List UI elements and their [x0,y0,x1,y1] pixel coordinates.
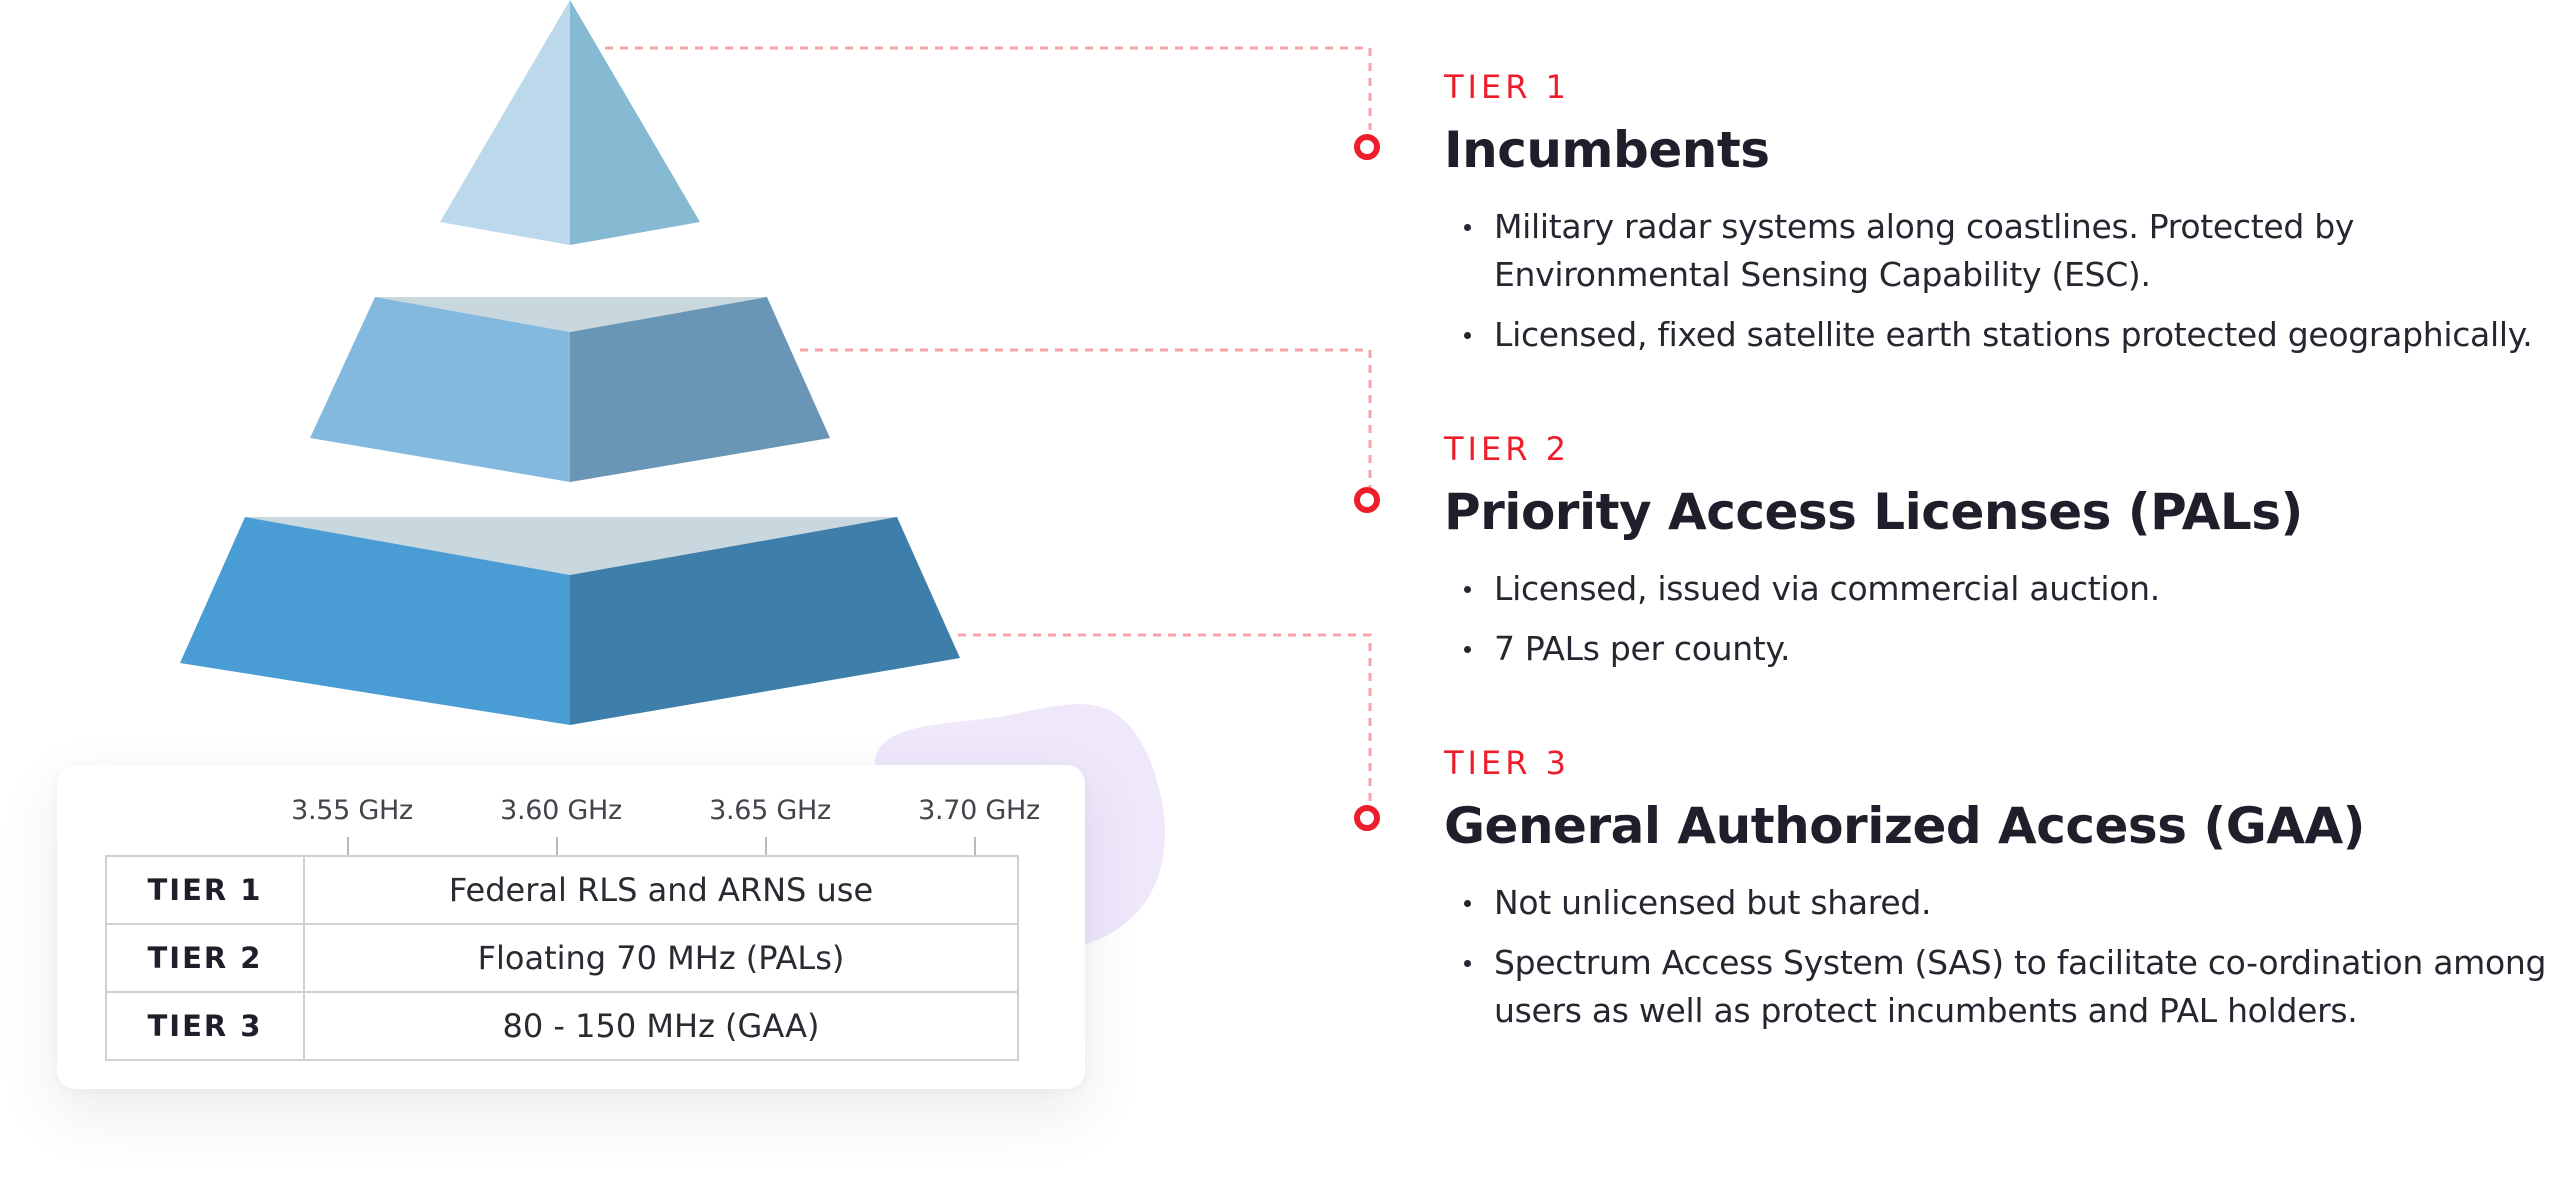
row-allocation: Floating 70 MHz (PALs) [303,923,1019,993]
row-tier-label: TIER 2 [105,923,305,993]
pyramid-tier-2 [310,297,830,482]
tier-bullet-list: Military radar systems along coastlines.… [1444,203,2554,359]
tier-3-section: TIER 3 General Authorized Access (GAA) N… [1444,747,2554,1047]
tier-3-right-face [570,517,960,725]
bullet-item: Military radar systems along coastlines.… [1444,203,2554,299]
tier-2-marker-icon [1354,487,1380,513]
connector-lines [605,46,1372,805]
row-tier-label: TIER 3 [105,991,305,1061]
pyramid-tier-3 [180,517,960,725]
tier-1-marker-icon [1354,134,1380,160]
tier-title: Incumbents [1444,121,1770,179]
row-allocation: Federal RLS and ARNS use [303,855,1019,925]
tier-title: Priority Access Licenses (PALs) [1444,483,2303,541]
table-row: TIER 1 Federal RLS and ARNS use [105,855,1019,925]
frequency-label: 3.60 GHz [500,795,622,826]
frequency-tick [974,837,976,857]
tier-2-section: TIER 2 Priority Access Licenses (PALs) L… [1444,433,2554,685]
frequency-allocation-card: 3.55 GHz 3.60 GHz 3.65 GHz 3.70 GHz TIER… [57,765,1085,1089]
tier-bullet-list: Not unlicensed but shared. Spectrum Acce… [1444,879,2554,1035]
row-allocation: 80 - 150 MHz (GAA) [303,991,1019,1061]
tier-1-section: TIER 1 Incumbents Military radar systems… [1444,71,2554,371]
frequency-label: 3.70 GHz [918,795,1040,826]
bullet-item: Licensed, fixed satellite earth stations… [1444,311,2554,359]
tier-kicker: TIER 1 [1444,68,1570,106]
tier-3-marker-icon [1354,805,1380,831]
tier-markers [1354,134,1380,831]
bullet-item: Licensed, issued via commercial auction. [1444,565,2554,613]
tier-title: General Authorized Access (GAA) [1444,797,2366,855]
connector-tier-1 [605,46,1372,130]
frequency-label: 3.55 GHz [291,795,413,826]
bullet-item: Spectrum Access System (SAS) to facilita… [1444,939,2554,1035]
frequency-table: TIER 1 Federal RLS and ARNS use TIER 2 F… [105,855,1019,1061]
tier-bullet-list: Licensed, issued via commercial auction.… [1444,565,2554,673]
connector-tier-3 [958,633,1372,805]
tier-3-left-face [180,517,570,725]
tier-2-top-face [375,297,767,332]
tier-1-right-face [570,0,700,245]
table-row: TIER 2 Floating 70 MHz (PALs) [105,923,1019,993]
table-row: TIER 3 80 - 150 MHz (GAA) [105,991,1019,1061]
bullet-item: 7 PALs per county. [1444,625,2554,673]
tier-kicker: TIER 2 [1444,430,1570,468]
frequency-label: 3.65 GHz [709,795,831,826]
frequency-tick [765,837,767,857]
frequency-tick [347,837,349,857]
tier-2-right-face [570,297,830,482]
tier-2-left-face [310,297,570,482]
connector-tier-2 [800,348,1372,488]
tier-3-top-face [245,517,897,575]
tier-kicker: TIER 3 [1444,744,1570,782]
frequency-tick [556,837,558,857]
bullet-item: Not unlicensed but shared. [1444,879,2554,927]
tier-1-left-face [440,0,570,245]
pyramid-tier-1 [440,0,700,245]
row-tier-label: TIER 1 [105,855,305,925]
